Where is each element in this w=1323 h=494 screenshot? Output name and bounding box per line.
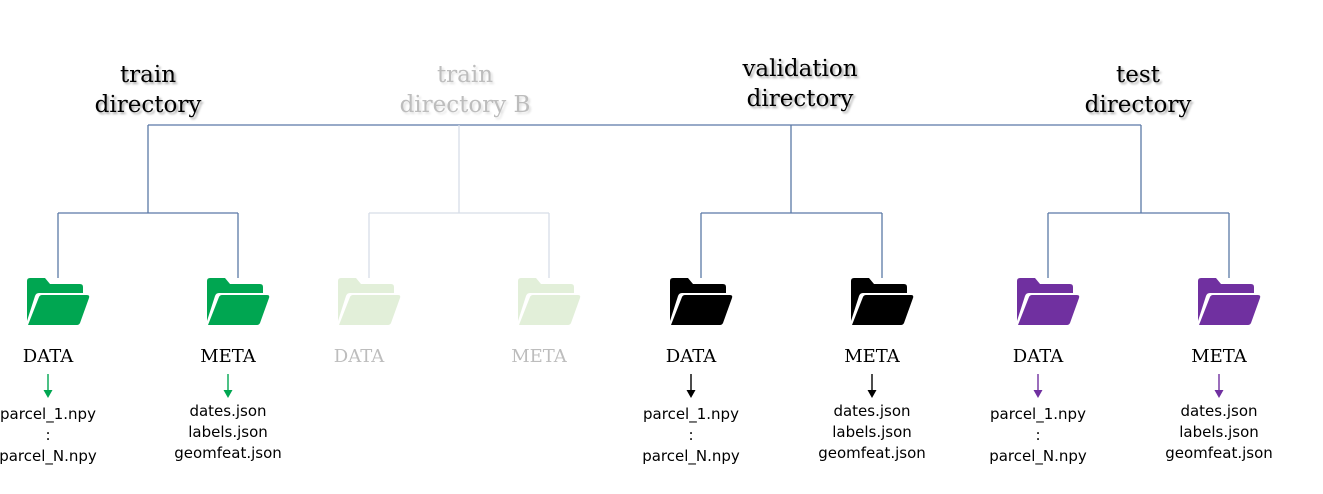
test-meta-arrow-icon (1213, 374, 1225, 400)
validation-data-file-item: parcel_N.npy (642, 447, 740, 465)
validation-meta-label: META (844, 346, 900, 367)
train-data-arrow-icon (42, 374, 54, 400)
validation-data-label: DATA (665, 346, 717, 367)
train-b-data-folder-icon (336, 277, 402, 327)
train-directory-title-line2: directory (94, 92, 202, 118)
test-data-file-item: : (1035, 426, 1041, 444)
train-directory-b-title: train directory B (365, 60, 565, 120)
validation-data-arrow-icon (685, 374, 697, 400)
test-directory-title-line1: test (1116, 62, 1160, 88)
test-directory-title: test directory (1038, 60, 1238, 120)
train-directory-title-line1: train (119, 62, 177, 88)
test-meta-file-item: dates.json (1180, 402, 1258, 420)
validation-meta-file-item: dates.json (833, 402, 911, 420)
validation-directory-title: validation directory (700, 54, 900, 114)
train-b-meta-folder-icon (516, 277, 582, 327)
test-data-file-item: parcel_1.npy (990, 405, 1086, 423)
train-b-data-label: DATA (333, 346, 385, 367)
test-meta-file-item: geomfeat.json (1165, 444, 1273, 462)
test-data-file-item: parcel_N.npy (989, 447, 1087, 465)
train-data-file-list: parcel_1.npy: parcel_N.npy (0, 404, 123, 467)
test-data-arrow-icon (1032, 374, 1044, 400)
train-meta-file-item: labels.json (188, 423, 268, 441)
test-data-folder-icon (1015, 277, 1081, 327)
validation-meta-file-list: dates.json labels.json geomfeat.json (797, 401, 947, 464)
train-b-meta-label: META (511, 346, 567, 367)
train-directory-b-title-line1: train (436, 62, 494, 88)
validation-meta-file-item: labels.json (832, 423, 912, 441)
test-meta-folder-icon (1196, 277, 1262, 327)
validation-directory-title-line2: directory (746, 86, 854, 112)
train-meta-label: META (200, 346, 256, 367)
test-meta-file-item: labels.json (1179, 423, 1259, 441)
train-data-file-item: : (45, 426, 51, 444)
test-data-label: DATA (1012, 346, 1064, 367)
validation-meta-file-item: geomfeat.json (818, 444, 926, 462)
train-meta-folder-icon (205, 277, 271, 327)
train-data-file-item: parcel_1.npy (0, 405, 96, 423)
train-meta-file-item: geomfeat.json (174, 444, 282, 462)
validation-directory-title-line1: validation (742, 56, 858, 82)
train-meta-arrow-icon (222, 374, 234, 400)
train-meta-file-list: dates.json labels.json geomfeat.json (153, 401, 303, 464)
validation-data-file-item: : (688, 426, 694, 444)
train-data-folder-icon (25, 277, 91, 327)
validation-data-folder-icon (668, 277, 734, 327)
validation-data-file-item: parcel_1.npy (643, 405, 739, 423)
validation-meta-arrow-icon (866, 374, 878, 400)
train-data-label: DATA (22, 346, 74, 367)
test-directory-title-line2: directory (1084, 92, 1192, 118)
test-meta-file-list: dates.json labels.json geomfeat.json (1144, 401, 1294, 464)
train-data-file-item: parcel_N.npy (0, 447, 97, 465)
train-directory-b-title-line2: directory B (399, 92, 531, 118)
train-directory-title: train directory (48, 60, 248, 120)
test-meta-label: META (1191, 346, 1247, 367)
validation-meta-folder-icon (849, 277, 915, 327)
train-meta-file-item: dates.json (189, 402, 267, 420)
validation-data-file-list: parcel_1.npy: parcel_N.npy (616, 404, 766, 467)
test-data-file-list: parcel_1.npy: parcel_N.npy (963, 404, 1113, 467)
